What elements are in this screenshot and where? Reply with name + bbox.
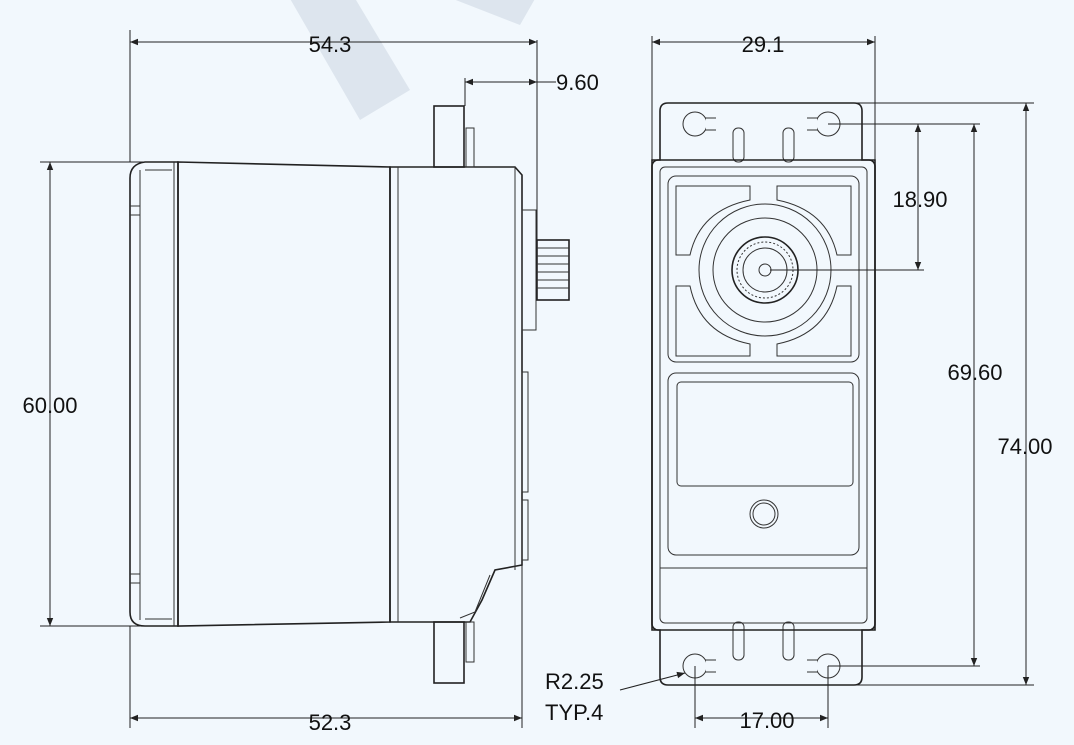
side-flange-bottom — [433, 621, 465, 684]
radius-note: TYP.4 — [545, 700, 603, 725]
side-main-body — [177, 161, 391, 627]
radius-label: R2.25 — [545, 669, 604, 694]
front-view: 29.1 18.90 69.60 74.00 17.00 R2.25 TYP.4 — [545, 32, 1053, 733]
dim-flange-spline-label: 9.60 — [556, 70, 599, 95]
dim-overall-length-label: 54.3 — [309, 32, 352, 57]
side-output-spline — [536, 239, 570, 301]
watermark — [290, 0, 535, 120]
mounting-hole-top-left — [682, 111, 716, 137]
side-view: 54.3 9.60 60.00 52.3 — [22, 30, 599, 735]
side-gear-housing — [389, 166, 523, 623]
dim-case-length-label: 52.3 — [309, 710, 352, 735]
dim-spline-offset-label: 18.90 — [892, 187, 947, 212]
dim-height-label: 60.00 — [22, 393, 77, 418]
dim-overall-height-label: 74.00 — [997, 434, 1052, 459]
side-end-cap — [129, 161, 179, 627]
side-flange-top — [433, 105, 465, 168]
front-mounting-plate — [651, 102, 876, 686]
front-case — [651, 159, 876, 631]
gear-panel — [667, 175, 860, 363]
label-panel — [667, 372, 860, 556]
dim-hole-spacing-label: 69.60 — [947, 360, 1002, 385]
radius-leader — [619, 671, 686, 691]
mounting-hole-bottom-left — [682, 653, 716, 679]
dim-hole-width-label: 17.00 — [739, 708, 794, 733]
dim-width-label: 29.1 — [742, 32, 785, 57]
